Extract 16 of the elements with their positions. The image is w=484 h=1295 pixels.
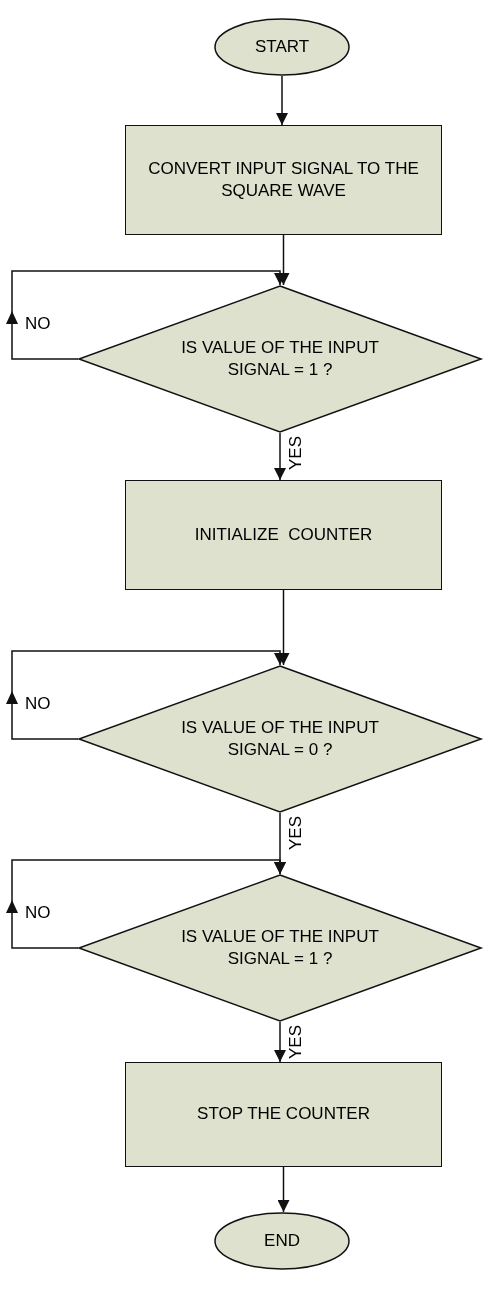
decision-diamond [78,285,482,433]
node-text: END [264,1229,300,1252]
terminal-ellipse [214,18,350,76]
node-text: IS VALUE OF THE INPUT SIGNAL = 1 ? [180,925,380,970]
node-text: IS VALUE OF THE INPUT SIGNAL = 0 ? [180,716,380,761]
decision-diamond [78,665,482,813]
node-text: CONVERT INPUT SIGNAL TO THE SQUARE WAVE [147,157,420,202]
terminal-ellipse [214,1212,350,1270]
node-text: IS VALUE OF THE INPUT SIGNAL = 1 ? [180,336,380,381]
node-text: STOP THE COUNTER [197,1103,370,1126]
node-text: INITIALIZE COUNTER [194,523,373,546]
node-text: START [254,35,310,58]
process-box [125,480,442,590]
process-box [125,125,442,235]
decision-diamond [78,874,482,1022]
process-box [125,1062,442,1167]
